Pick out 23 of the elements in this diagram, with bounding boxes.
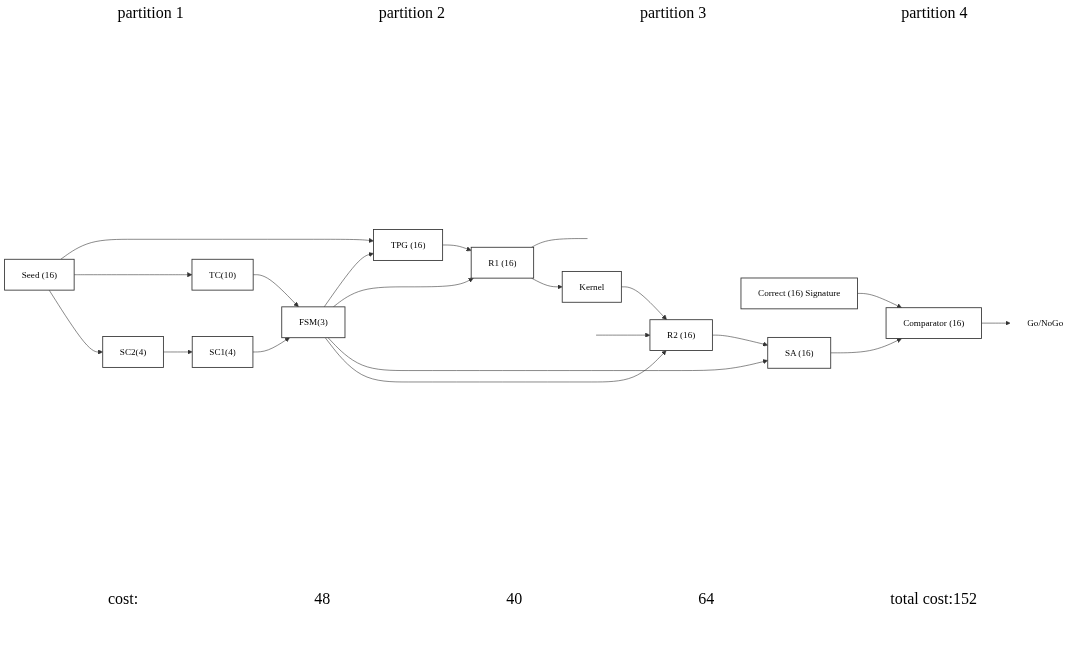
node-box: SC1(4) bbox=[191, 336, 254, 369]
cost-label: total cost:152 bbox=[890, 590, 977, 608]
node-box: R2 (16) bbox=[649, 319, 713, 352]
partition-label: partition 3 bbox=[640, 4, 707, 22]
node-box: R1 (16) bbox=[470, 247, 535, 279]
node-text: Go/NoGo bbox=[1027, 318, 1064, 328]
cost-label: cost: bbox=[108, 590, 139, 608]
node-box: SA (16) bbox=[767, 337, 832, 369]
node-box: Seed (16) bbox=[4, 259, 75, 291]
cost-label: 64 bbox=[698, 590, 715, 608]
node-box: SC2(4) bbox=[102, 336, 164, 369]
node-box: TC(10) bbox=[191, 259, 254, 291]
partition-label: partition 2 bbox=[378, 4, 445, 22]
partition-label: partition 1 bbox=[117, 4, 184, 22]
node-box: FSM(3) bbox=[281, 306, 346, 339]
node-box: Correct (16) Signature bbox=[740, 277, 858, 310]
node-box: Kernel bbox=[561, 271, 622, 303]
cost-label: 40 bbox=[506, 590, 523, 608]
partition-label: partition 4 bbox=[901, 4, 968, 22]
node-box: Comparator (16) bbox=[885, 307, 982, 340]
connector bbox=[531, 238, 588, 248]
node-box: TPG (16) bbox=[373, 229, 444, 262]
cost-label: 48 bbox=[314, 590, 331, 608]
